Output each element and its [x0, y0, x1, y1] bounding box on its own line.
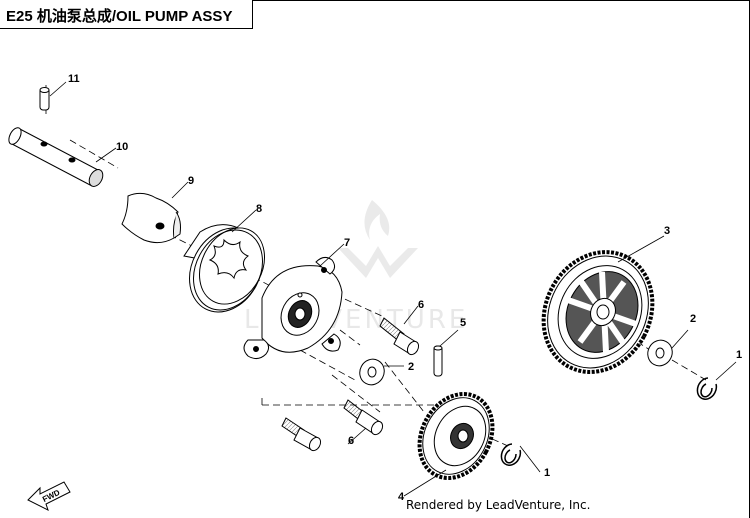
callouts: 11 10 9 8 7 6 5 2 2 3 1 1 6 6 4: [68, 73, 742, 503]
part-9-inner-rotor: [121, 192, 181, 244]
part-8-outer-rotor: [183, 224, 265, 313]
credit-text: Rendered by LeadVenture, Inc.: [406, 498, 591, 512]
fwd-arrow-icon: FWD: [27, 481, 71, 511]
frame-top: [253, 0, 750, 1]
callout-2-left: 2: [408, 361, 414, 373]
page-title: E25 机油泵总成/OIL PUMP ASSY: [6, 8, 233, 25]
part-3-large-gear: [541, 250, 655, 374]
part-2-washer-right: [647, 339, 673, 367]
part-5-dowel-pin: [433, 345, 443, 377]
callout-4: 4: [398, 491, 405, 503]
callout-9: 9: [188, 175, 194, 187]
part-7-pump-body: [243, 256, 343, 360]
callout-7: 7: [344, 237, 350, 249]
leader-lines: [49, 81, 737, 497]
callout-6-upper: 6: [418, 299, 424, 311]
callout-2-right: 2: [690, 313, 696, 325]
part-11-pin: [39, 87, 50, 111]
part-4-small-gear: [417, 391, 495, 481]
callout-1-upper: 1: [736, 349, 742, 361]
callout-11: 11: [68, 73, 80, 85]
part-6-bolt-lower: [281, 417, 322, 452]
callout-5: 5: [460, 317, 466, 329]
part-6-bolt-upper: [379, 317, 420, 356]
callout-8: 8: [256, 203, 262, 215]
callout-3: 3: [664, 225, 670, 237]
part-2-washer-left: [359, 358, 385, 386]
title-box: E25 机油泵总成/OIL PUMP ASSY: [0, 0, 253, 29]
callout-6-middle: 6: [348, 435, 354, 447]
part-1-circlip-lower: [500, 443, 522, 466]
part-6-bolt-middle: [343, 399, 384, 436]
part-10-shaft: [8, 127, 104, 187]
part-1-circlip-upper: [696, 377, 718, 400]
callout-1-lower: 1: [544, 467, 550, 479]
callout-10: 10: [116, 141, 128, 153]
